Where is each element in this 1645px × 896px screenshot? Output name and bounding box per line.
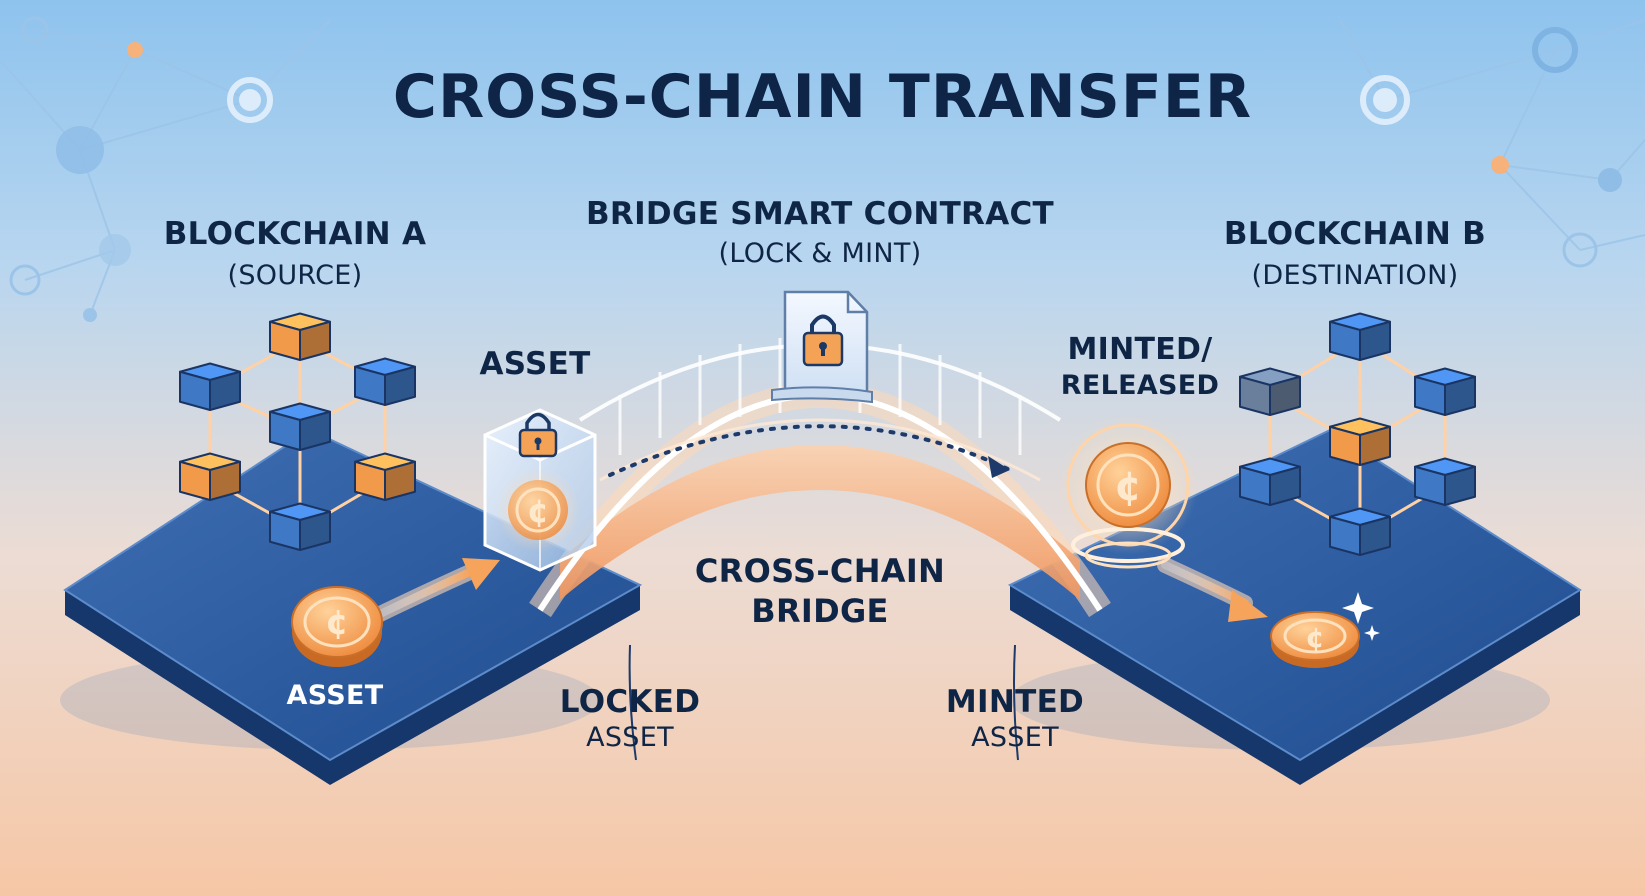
bridge-contract-label: BRIDGE SMART CONTRACT <box>585 196 1054 232</box>
lock-icon <box>802 314 844 367</box>
blockchain-cubes <box>179 312 1476 556</box>
bridge-label-line2: BRIDGE <box>751 592 889 630</box>
transfer-arrow-icon <box>988 456 1010 478</box>
blockchain-cube-icon <box>179 362 241 411</box>
coin-icon: ¢ <box>1270 611 1360 668</box>
asset-label: ASSET <box>479 346 591 382</box>
svg-text:¢: ¢ <box>527 492 549 530</box>
blockchain-b-label: BLOCKCHAIN B <box>1223 216 1487 252</box>
blockchain-cube-icon <box>1239 457 1301 506</box>
blockchain-b-role: (DESTINATION) <box>1251 260 1459 291</box>
vault-icon: ¢ <box>483 408 597 572</box>
minted-asset-label-line2: ASSET <box>971 722 1059 753</box>
blockchain-a-role: (SOURCE) <box>227 260 363 291</box>
sparkle-icon <box>1342 592 1380 641</box>
blockchain-cube-icon <box>1329 507 1391 556</box>
deposit-arrow-icon <box>370 558 500 623</box>
blockchain-b-platform <box>1007 428 1582 785</box>
blockchain-cube-icon <box>1329 312 1391 361</box>
blockchain-cube-icon <box>269 312 331 361</box>
blockchain-cube-icon <box>1414 367 1476 416</box>
minted-released-label-line2: RELEASED <box>1060 370 1220 401</box>
document-icon <box>771 290 873 404</box>
minted-coin-icon: ¢ <box>1058 415 1198 569</box>
lock-icon <box>518 412 558 458</box>
coin-icon: ¢ <box>291 586 383 667</box>
blockchain-cube-icon <box>1414 457 1476 506</box>
svg-text:¢: ¢ <box>325 603 349 643</box>
bridge-label: CROSS-CHAIN <box>694 552 946 590</box>
blockchain-cube-icon <box>1239 367 1301 416</box>
blockchain-cube-icon <box>354 452 416 501</box>
blockchain-cube-icon <box>1329 417 1391 466</box>
bridge-contract-role: (LOCK & MINT) <box>718 238 922 269</box>
locked-asset-label-line2: ASSET <box>586 722 674 753</box>
minted-released-label: MINTED/ <box>1067 332 1213 367</box>
svg-text:¢: ¢ <box>1114 464 1142 510</box>
network-node-icon <box>9 16 1622 322</box>
source-asset-label: ASSET <box>286 680 384 711</box>
blockchain-cube-icon <box>269 502 331 551</box>
release-arrow-icon <box>1157 557 1268 622</box>
blockchain-cube-icon <box>354 357 416 406</box>
page-title: CROSS-CHAIN TRANSFER <box>392 62 1253 132</box>
locked-asset-label: LOCKED <box>559 684 701 720</box>
minted-asset-label: MINTED <box>945 684 1085 720</box>
blockchain-a-label: BLOCKCHAIN A <box>163 216 427 252</box>
blockchain-cube-icon <box>269 402 331 451</box>
blockchain-cube-icon <box>179 452 241 501</box>
svg-text:¢: ¢ <box>1305 621 1324 654</box>
